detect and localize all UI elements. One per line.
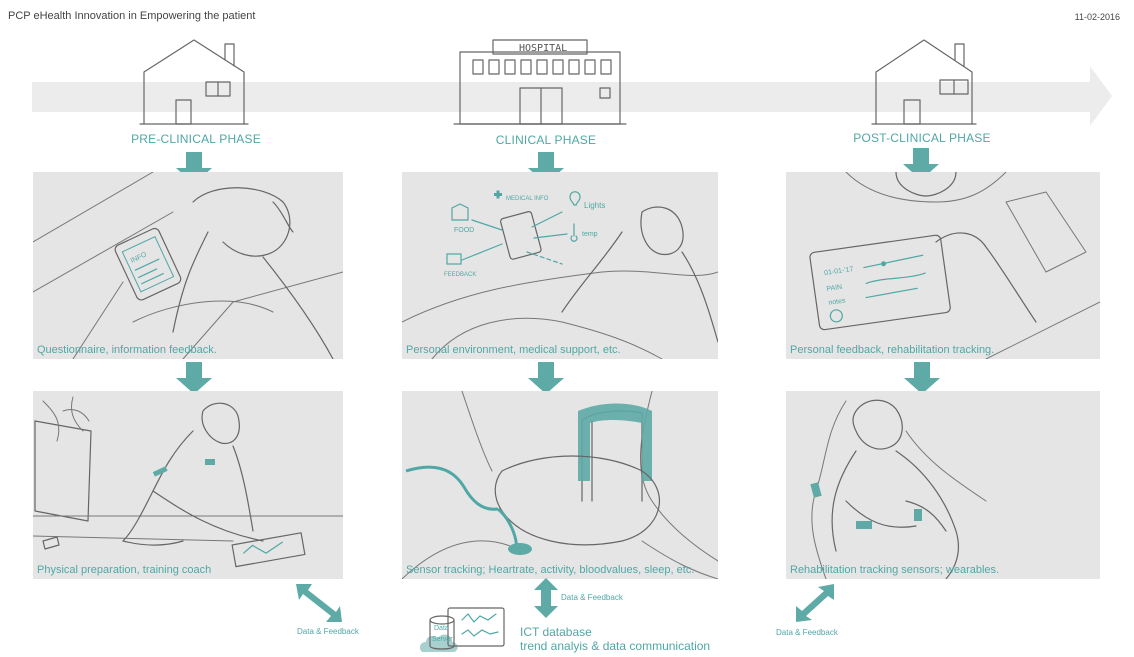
- server-label-1: Data: [434, 625, 449, 632]
- data-arrow-center: [534, 578, 558, 618]
- ict-subtitle: trend analyis & data communication: [520, 639, 710, 653]
- server-label-2: Server: [432, 636, 453, 643]
- data-arrow-right: [796, 584, 834, 622]
- data-feedback-right: Data & Feedback: [776, 628, 838, 637]
- data-server-icon: Data Server: [418, 604, 518, 657]
- data-feedback-left: Data & Feedback: [297, 627, 359, 636]
- data-arrow-left: [296, 584, 342, 622]
- data-feedback-center: Data & Feedback: [561, 593, 623, 602]
- ict-title: ICT database: [520, 625, 592, 639]
